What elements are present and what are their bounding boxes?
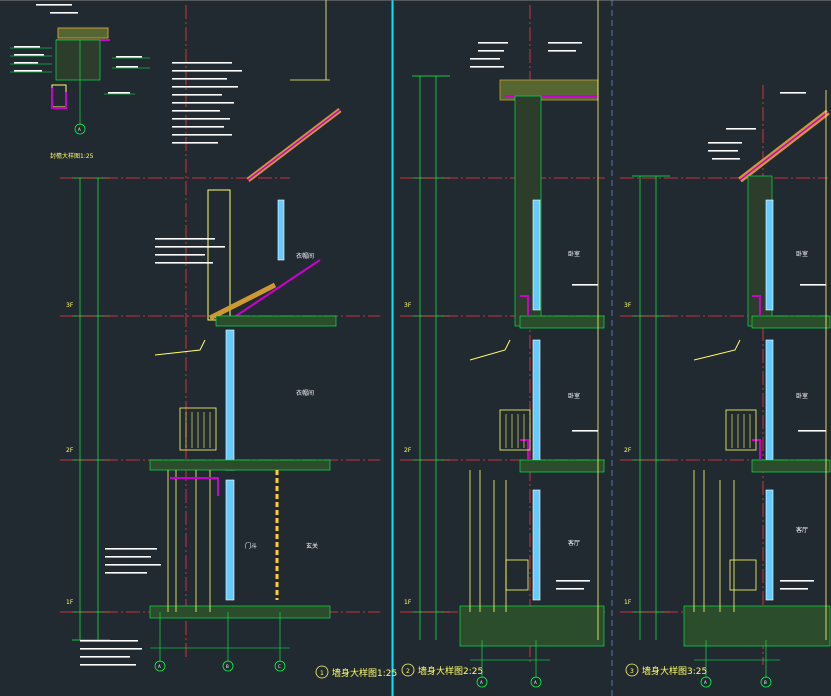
dimension-chain xyxy=(72,177,110,641)
panel-title: 墙身大样图1:25 xyxy=(332,667,397,679)
floor-label: 2F xyxy=(66,447,74,454)
floor-label: 1F xyxy=(404,599,412,606)
wall-section xyxy=(683,90,831,647)
floor-label: 1F xyxy=(624,599,632,606)
room-label: 卧室 xyxy=(796,392,808,400)
floor-label: 1F xyxy=(66,599,74,606)
room-label: 客厅 xyxy=(796,526,808,534)
drawing-number-bubble xyxy=(315,665,329,679)
room-label: 衣帽间 xyxy=(296,389,314,397)
floor-label: 3F xyxy=(404,302,412,309)
axis-bubble-label: A xyxy=(480,680,483,685)
panel-title: 墙身大样图3:25 xyxy=(642,665,707,677)
room-label: 卧室 xyxy=(796,250,808,258)
room-label: 门斗 xyxy=(245,542,257,550)
axis-bubbles: A B C xyxy=(150,612,290,672)
wall-section xyxy=(459,0,605,647)
panel-3: 卧室 卧室 客厅 3F 2F 1F A B 3 墙身大样图3:25 xyxy=(620,85,831,688)
dimension-chain xyxy=(632,175,670,640)
floor-label: 3F xyxy=(624,302,632,309)
dimension-chain xyxy=(412,75,450,640)
axis-bubble-label: B xyxy=(764,680,767,685)
annotation-notes xyxy=(708,92,826,590)
panel-1: A 封檐大样图1:25 xyxy=(10,0,397,679)
axis-bubble-label: B xyxy=(226,664,229,669)
annotation-notes xyxy=(470,42,598,590)
room-labels: 衣帽间 衣帽间 门斗 玄关 xyxy=(245,252,318,550)
room-label: 客厅 xyxy=(568,539,580,547)
floor-level-lines xyxy=(400,5,605,665)
drawing-number-bubble xyxy=(625,663,639,677)
axis-bubbles: A B xyxy=(694,640,780,688)
axis-bubbles: A A xyxy=(470,640,550,688)
axis-bubble-label: A xyxy=(704,680,707,685)
detail-title: 封檐大样图1:25 xyxy=(50,152,94,160)
wall-section xyxy=(149,0,342,619)
axis-bubble-label: A xyxy=(534,680,537,685)
drawing-number: 3 xyxy=(630,668,634,675)
floor-label: 2F xyxy=(404,447,412,454)
floor-label: 2F xyxy=(624,447,632,454)
floor-label: 3F xyxy=(66,302,74,309)
room-labels: 卧室 卧室 客厅 xyxy=(568,250,580,547)
room-label: 卧室 xyxy=(568,250,580,258)
svg-text:A: A xyxy=(78,127,81,132)
drawing-number-bubble xyxy=(401,663,415,677)
axis-bubble-label: A xyxy=(158,664,161,669)
eave-detail: A xyxy=(10,4,150,135)
drawing-number: 2 xyxy=(406,668,410,675)
room-labels: 卧室 卧室 客厅 xyxy=(796,250,808,534)
room-label: 玄关 xyxy=(306,542,318,550)
floor-level-lines xyxy=(620,85,828,665)
axis-bubble-label: C xyxy=(278,664,281,669)
annotation-notes xyxy=(80,62,242,666)
room-label: 卧室 xyxy=(568,392,580,400)
drawing-number: 1 xyxy=(320,670,324,677)
panel-2: 卧室 卧室 客厅 3F 2F 1F A A 2 墙身大样图2:25 xyxy=(400,0,605,688)
panel-title: 墙身大样图2:25 xyxy=(418,665,483,677)
room-label: 衣帽间 xyxy=(296,252,314,260)
